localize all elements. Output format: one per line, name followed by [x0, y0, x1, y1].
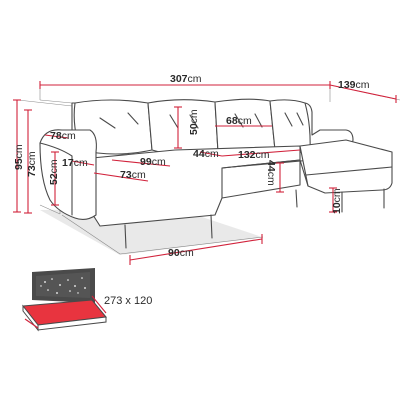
label-center-width: 132cm [238, 149, 270, 161]
label-chaise-length: 139cm [338, 79, 370, 91]
dimension-labels: 307cm 139cm 95cm 73cm 78cm 52cm 17cm 50c… [13, 73, 370, 259]
label-total-height: 95cm [13, 144, 25, 170]
bed-mode-icon [22, 268, 107, 332]
label-back-height: 73cm [26, 151, 38, 177]
label-total-length: 307cm [170, 73, 202, 85]
chaise [299, 139, 393, 194]
label-chaise-depth: 90cm [168, 247, 194, 259]
label-cushion-width: 68cm [226, 115, 252, 127]
label-seat-depth-left: 99cm [140, 156, 166, 168]
label-seat-height: 44cm [265, 160, 277, 186]
legs [124, 188, 385, 249]
label-armrest-thickness: 17cm [62, 157, 88, 169]
label-seat-depth-front: 73cm [120, 169, 146, 181]
label-leg-height: 10cm [331, 188, 343, 214]
label-armrest-width: 78cm [50, 130, 76, 142]
sleeping-area-label: 273 x 120 [104, 295, 152, 307]
label-armrest-height: 52cm [48, 159, 60, 185]
label-backrest-cushion-height: 50cm [188, 109, 200, 135]
main-seat [91, 145, 301, 227]
dimension-lines [13, 81, 397, 265]
label-seat-depth-right: 44cm [193, 148, 219, 160]
